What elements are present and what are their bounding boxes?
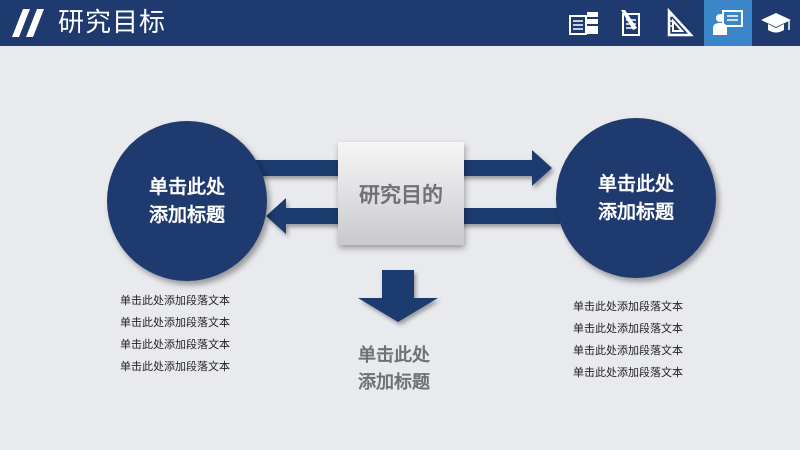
header-bar: 研究目标 bbox=[0, 0, 800, 46]
teacher-board-icon bbox=[713, 10, 743, 35]
left-paragraph[interactable]: 单击此处添加段落文本单击此处添加段落文本单击此处添加段落文本单击此处添加段落文本 bbox=[120, 294, 230, 373]
center-label: 研究目的 bbox=[359, 182, 443, 207]
nav-notebook[interactable] bbox=[608, 0, 656, 46]
arrow-down bbox=[358, 270, 438, 322]
bottom-title[interactable]: 单击此处 添加标题 bbox=[358, 345, 430, 393]
ruler-triangle-icon bbox=[667, 8, 694, 37]
right-circle[interactable]: 单击此处 添加标题 bbox=[556, 118, 716, 278]
right-paragraph[interactable]: 单击此处添加段落文本单击此处添加段落文本单击此处添加段落文本单击此处添加段落文本 bbox=[573, 300, 683, 379]
double-slash-logo-icon bbox=[12, 9, 44, 37]
left-circle-title: 单击此处 添加标题 bbox=[148, 176, 225, 226]
right-circle-title: 单击此处 添加标题 bbox=[597, 173, 674, 223]
notebook-pen-icon bbox=[621, 10, 640, 36]
graduation-cap-icon bbox=[761, 13, 791, 33]
nav-teacher[interactable] bbox=[704, 0, 752, 46]
left-circle[interactable]: 单击此处 添加标题 bbox=[107, 121, 267, 281]
center-box[interactable]: 研究目的 bbox=[338, 142, 464, 245]
nav-graduation[interactable] bbox=[752, 0, 800, 46]
nav-books[interactable] bbox=[560, 0, 608, 46]
books-icon bbox=[569, 12, 598, 35]
page-title: 研究目标 bbox=[58, 8, 167, 38]
nav-icons bbox=[560, 0, 800, 46]
nav-ruler[interactable] bbox=[656, 0, 704, 46]
